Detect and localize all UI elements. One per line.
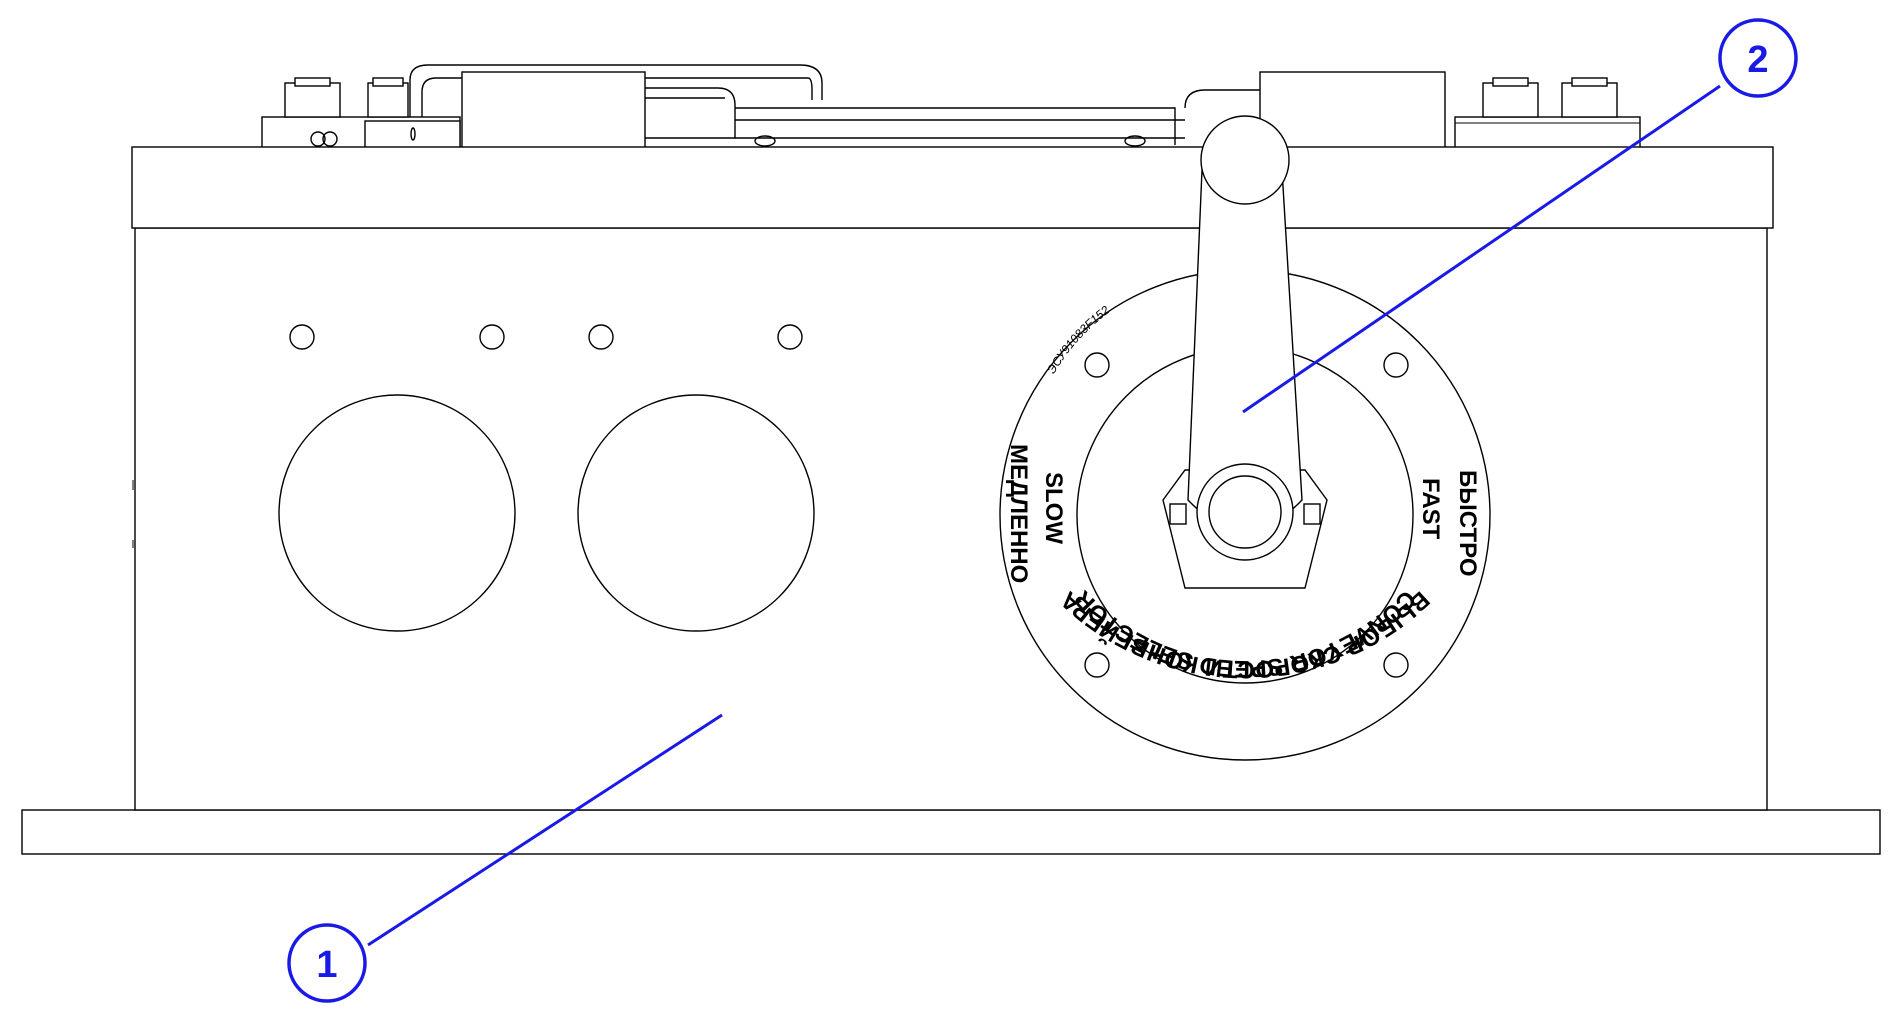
fast-label-ru: БЫСТРО <box>1454 470 1481 577</box>
callout-2: 2 <box>1242 18 1798 414</box>
enclosure-body <box>134 227 1768 811</box>
crank-handle[interactable] <box>1187 115 1303 561</box>
mounting-holes <box>289 324 803 350</box>
callout-2-number: 2 <box>1747 39 1768 81</box>
callout-1-number: 1 <box>316 944 337 986</box>
enclosure-lid <box>131 146 1774 229</box>
right-opening <box>577 394 815 632</box>
base-plate <box>21 809 1881 855</box>
left-opening <box>278 394 516 632</box>
slow-label-ru: МЕДЛЕННО <box>1005 444 1032 583</box>
callout-1: 1 <box>287 713 723 1003</box>
top-hardware <box>261 64 1641 150</box>
fast-label-en: FAST <box>1417 478 1444 540</box>
slow-label-en: SLOW <box>1040 472 1067 544</box>
